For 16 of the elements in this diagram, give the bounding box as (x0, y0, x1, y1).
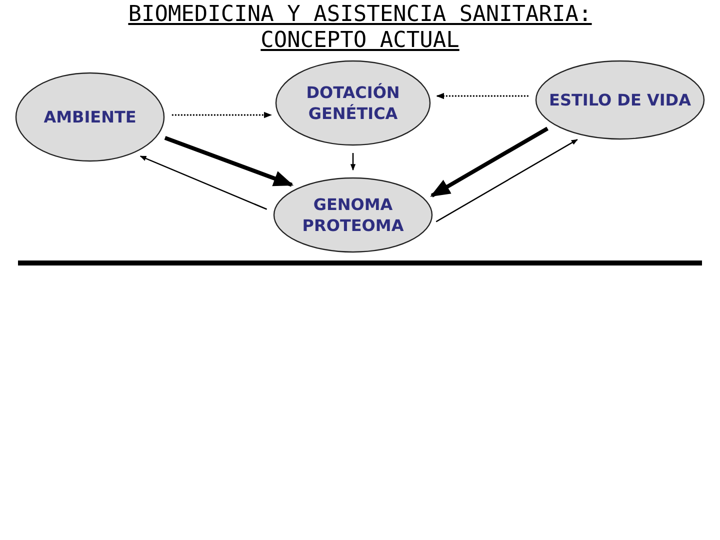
arrow (436, 139, 578, 222)
ellipse-node (535, 60, 705, 140)
ellipse-node (275, 60, 431, 146)
arrow (350, 153, 356, 171)
arrow (164, 136, 294, 187)
node-label: ESTILO DE VIDA (548, 90, 692, 110)
ellipse-node (15, 72, 165, 162)
arrow (172, 112, 272, 118)
node-label: AMBIENTE (42, 106, 138, 128)
node-label: GENOMA PROTEOMA (301, 194, 405, 236)
title: BIOMEDICINA Y ASISTENCIA SANITARIA: CONCEPTO ACTUAL (127, 2, 593, 54)
arrow (430, 126, 549, 198)
ellipse-node (273, 177, 433, 253)
arrow (140, 156, 268, 210)
arrow (436, 92, 528, 100)
node-label: DOTACIÓN GENÉTICA (305, 82, 401, 124)
